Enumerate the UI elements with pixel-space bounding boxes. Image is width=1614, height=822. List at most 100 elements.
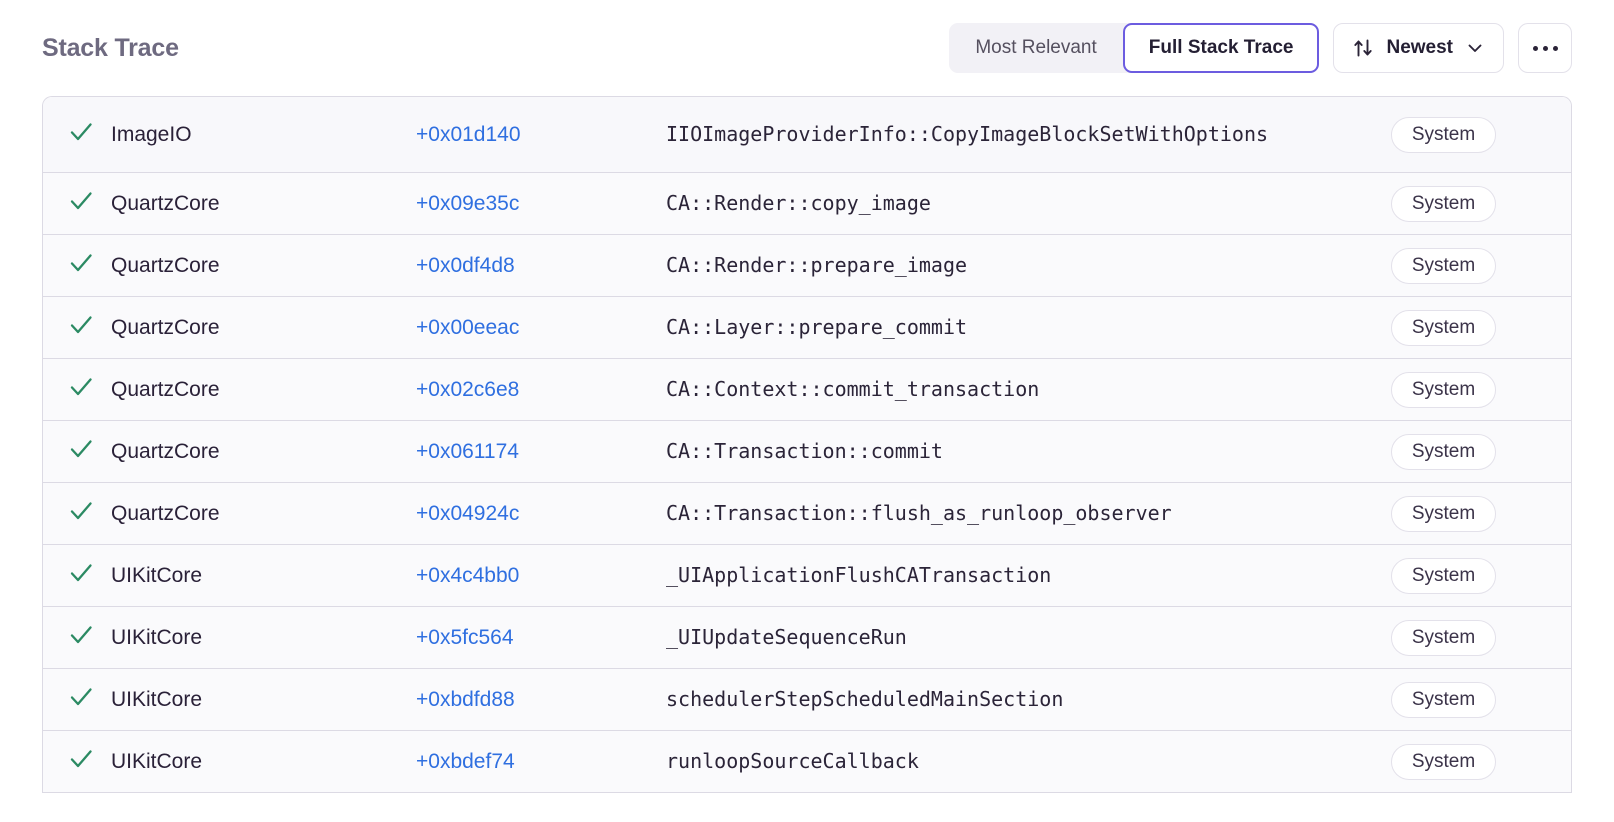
module-name: UIKitCore xyxy=(111,563,203,587)
sort-arrows-icon xyxy=(1352,37,1374,59)
address-offset-link[interactable]: +0x02c6e8 xyxy=(416,377,520,401)
module-name: QuartzCore xyxy=(111,439,220,463)
module-name: ImageIO xyxy=(111,122,192,146)
table-row[interactable]: UIKitCore +0xbdfd88 schedulerStepScheduled… xyxy=(43,669,1571,731)
status-badge: System xyxy=(1390,371,1497,408)
address-offset-link[interactable]: +0x00eeac xyxy=(416,315,520,339)
more-options-button[interactable] xyxy=(1518,23,1572,73)
frame-tag-cell: System xyxy=(1356,681,1531,718)
sort-button[interactable]: Newest xyxy=(1333,23,1504,73)
frame-tag-cell: System xyxy=(1356,495,1531,532)
header-controls: Most Relevant Full Stack Trace Newest xyxy=(949,23,1572,73)
function-symbol: _UIApplicationFlushCATransaction xyxy=(666,563,1052,587)
table-row[interactable]: QuartzCore +0x00eeac CA::Layer::prepare_co… xyxy=(43,297,1571,359)
table-row[interactable]: UIKitCore +0x4c4bb0 _UIApplicationFlushCAT… xyxy=(43,545,1571,607)
table-row[interactable]: UIKitCore +0x5fc564 _UIUpdateSequenceRun Sy… xyxy=(43,607,1571,669)
function-symbol: CA::Transaction::flush_as_runloop_observ… xyxy=(666,501,1172,525)
module-name: UIKitCore xyxy=(111,687,203,711)
frame-tag-cell: System xyxy=(1356,247,1531,284)
check-icon xyxy=(67,621,95,654)
check-icon xyxy=(67,745,95,778)
status-badge: System xyxy=(1390,495,1497,532)
check-icon xyxy=(67,497,95,530)
table-row[interactable]: UIKitCore +0xbdef74 runloopSourceCallback S… xyxy=(43,731,1571,793)
table-row[interactable]: QuartzCore +0x0df4d8 CA::Render::prepare_i… xyxy=(43,235,1571,297)
function-symbol: CA::Transaction::commit xyxy=(666,439,943,463)
address-offset-link[interactable]: +0xbdfd88 xyxy=(416,687,515,711)
frame-tag-cell: System xyxy=(1356,309,1531,346)
status-badge: System xyxy=(1390,743,1497,780)
address-offset-link[interactable]: +0x5fc564 xyxy=(416,625,514,649)
table-row[interactable]: QuartzCore +0x061174 CA::Transaction::comm… xyxy=(43,421,1571,483)
frame-tag-cell: System xyxy=(1356,557,1531,594)
function-symbol: CA::Context::commit_transaction xyxy=(666,377,1040,401)
status-badge: System xyxy=(1390,309,1497,346)
status-badge: System xyxy=(1390,681,1497,718)
stack-trace-table: ImageIO +0x01d140 IIOImageProviderInfo::Co… xyxy=(42,96,1572,793)
address-offset-link[interactable]: +0x0df4d8 xyxy=(416,253,515,277)
address-offset-link[interactable]: +0x061174 xyxy=(416,439,519,463)
ellipsis-icon xyxy=(1542,45,1548,51)
module-name: UIKitCore xyxy=(111,749,203,773)
function-symbol: CA::Layer::prepare_commit xyxy=(666,315,968,339)
address-offset-link[interactable]: +0x01d140 xyxy=(416,122,521,146)
function-symbol: schedulerStepScheduledMainSection xyxy=(666,687,1064,711)
status-badge: System xyxy=(1390,185,1497,222)
module-name: QuartzCore xyxy=(111,253,220,277)
check-icon xyxy=(67,187,95,220)
address-offset-link[interactable]: +0xbdef74 xyxy=(416,749,515,773)
row-status-cell xyxy=(43,249,111,282)
frame-tag-cell: System xyxy=(1356,116,1531,153)
status-badge: System xyxy=(1390,433,1497,470)
check-icon xyxy=(67,118,95,151)
function-symbol: _UIUpdateSequenceRun xyxy=(666,625,907,649)
row-status-cell xyxy=(43,559,111,592)
chevron-down-icon xyxy=(1465,38,1485,58)
row-status-cell xyxy=(43,187,111,220)
frame-tag-cell: System xyxy=(1356,371,1531,408)
tab-full-stack-trace[interactable]: Full Stack Trace xyxy=(1122,23,1320,73)
view-mode-segmented-control[interactable]: Most Relevant Full Stack Trace xyxy=(949,23,1320,73)
tab-most-relevant[interactable]: Most Relevant xyxy=(949,23,1122,73)
table-row[interactable]: QuartzCore +0x04924c CA::Transaction::flus… xyxy=(43,483,1571,545)
frame-tag-cell: System xyxy=(1356,433,1531,470)
address-offset-link[interactable]: +0x04924c xyxy=(416,501,520,525)
row-status-cell xyxy=(43,497,111,530)
status-badge: System xyxy=(1390,619,1497,656)
row-status-cell xyxy=(43,683,111,716)
module-name: QuartzCore xyxy=(111,191,220,215)
row-status-cell xyxy=(43,118,111,151)
function-symbol: CA::Render::prepare_image xyxy=(666,253,968,277)
row-status-cell xyxy=(43,745,111,778)
page-title: Stack Trace xyxy=(42,33,179,62)
address-offset-link[interactable]: +0x4c4bb0 xyxy=(416,563,520,587)
row-status-cell xyxy=(43,435,111,468)
function-symbol: runloopSourceCallback xyxy=(666,749,919,773)
status-badge: System xyxy=(1390,247,1497,284)
check-icon xyxy=(67,683,95,716)
status-badge: System xyxy=(1390,557,1497,594)
frame-tag-cell: System xyxy=(1356,185,1531,222)
check-icon xyxy=(67,249,95,282)
module-name: QuartzCore xyxy=(111,501,220,525)
module-name: QuartzCore xyxy=(111,315,220,339)
frame-tag-cell: System xyxy=(1356,743,1531,780)
row-status-cell xyxy=(43,621,111,654)
check-icon xyxy=(67,373,95,406)
ellipsis-icon xyxy=(1532,45,1538,51)
check-icon xyxy=(67,435,95,468)
check-icon xyxy=(67,559,95,592)
ellipsis-icon xyxy=(1552,45,1558,51)
row-status-cell xyxy=(43,373,111,406)
status-badge: System xyxy=(1390,116,1497,153)
panel-header: Stack Trace Most Relevant Full Stack Tra… xyxy=(0,0,1614,96)
module-name: UIKitCore xyxy=(111,625,203,649)
sort-label: Newest xyxy=(1386,37,1453,58)
address-offset-link[interactable]: +0x09e35c xyxy=(416,191,520,215)
function-symbol: IIOImageProviderInfo::CopyImageBlockSetW… xyxy=(666,122,1269,146)
table-row[interactable]: ImageIO +0x01d140 IIOImageProviderInfo::Co… xyxy=(43,97,1571,173)
frame-tag-cell: System xyxy=(1356,619,1531,656)
